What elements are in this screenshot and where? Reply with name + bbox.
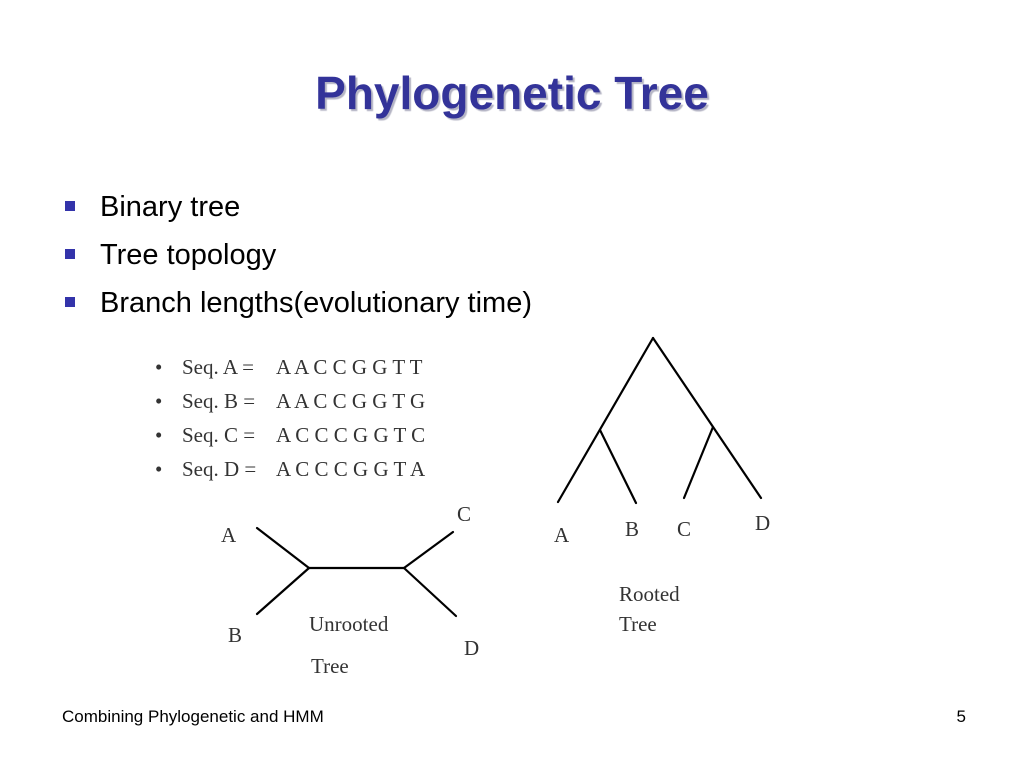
bullet-text: Binary tree (100, 191, 241, 223)
rooted-caption-line2: Tree (619, 612, 657, 636)
sequence-bullet: • (155, 457, 163, 481)
bullet-item: Tree topology (62, 234, 532, 282)
sequence-value: A A C C G G T T (276, 355, 423, 379)
sequence-bullet: • (155, 389, 163, 413)
square-bullet-icon (65, 249, 75, 259)
sequence-name: Seq. B = (182, 389, 256, 413)
rooted-edge-root-left (556, 336, 655, 504)
unrooted-edge-b (255, 566, 311, 616)
page-number: 5 (956, 707, 966, 726)
rooted-label-d: D (755, 511, 770, 535)
unrooted-label-c: C (457, 502, 471, 526)
rooted-caption-line1: Rooted (619, 582, 680, 606)
rooted-tree: A B C D Rooted Tree (554, 336, 770, 636)
square-bullet-icon (65, 201, 75, 211)
sequence-value: A A C C G G T G (276, 389, 426, 413)
unrooted-edge-a (255, 526, 311, 570)
sequence-bullet: • (155, 423, 163, 447)
unrooted-label-a: A (221, 523, 237, 547)
bullet-text: Branch lengths(evolutionary time) (100, 287, 532, 319)
bullet-text: Tree topology (100, 239, 277, 271)
bullet-item: Branch lengths(evolutionary time) (62, 282, 532, 330)
sequence-name: Seq. A = (182, 355, 254, 379)
sequence-name: Seq. D = (182, 457, 257, 481)
unrooted-caption-line1: Unrooted (309, 612, 389, 636)
unrooted-edge-c (402, 530, 455, 570)
bullet-list: Binary tree Tree topology Branch lengths… (62, 186, 532, 330)
rooted-label-a: A (554, 523, 570, 547)
unrooted-label-d: D (464, 636, 479, 660)
unrooted-caption-line2: Tree (311, 654, 349, 678)
unrooted-tree: A B C D Unrooted Tree (221, 502, 479, 678)
unrooted-edge-d (402, 566, 458, 618)
slide-title: Phylogenetic Tree (315, 67, 709, 119)
rooted-label-c: C (677, 517, 691, 541)
square-bullet-icon (65, 297, 75, 307)
bullet-item: Binary tree (62, 186, 532, 234)
rooted-edge-b (598, 428, 638, 505)
unrooted-label-b: B (228, 623, 242, 647)
sequence-value: A C C C G G T A (276, 457, 426, 481)
footer-text: Combining Phylogenetic and HMM (62, 707, 324, 726)
sequence-value: A C C C G G T C (276, 423, 426, 447)
rooted-edge-root-right (651, 336, 763, 500)
sequence-bullet: • (155, 355, 163, 379)
rooted-edge-c (682, 425, 715, 500)
rooted-label-b: B (625, 517, 639, 541)
sequence-name: Seq. C = (182, 423, 256, 447)
